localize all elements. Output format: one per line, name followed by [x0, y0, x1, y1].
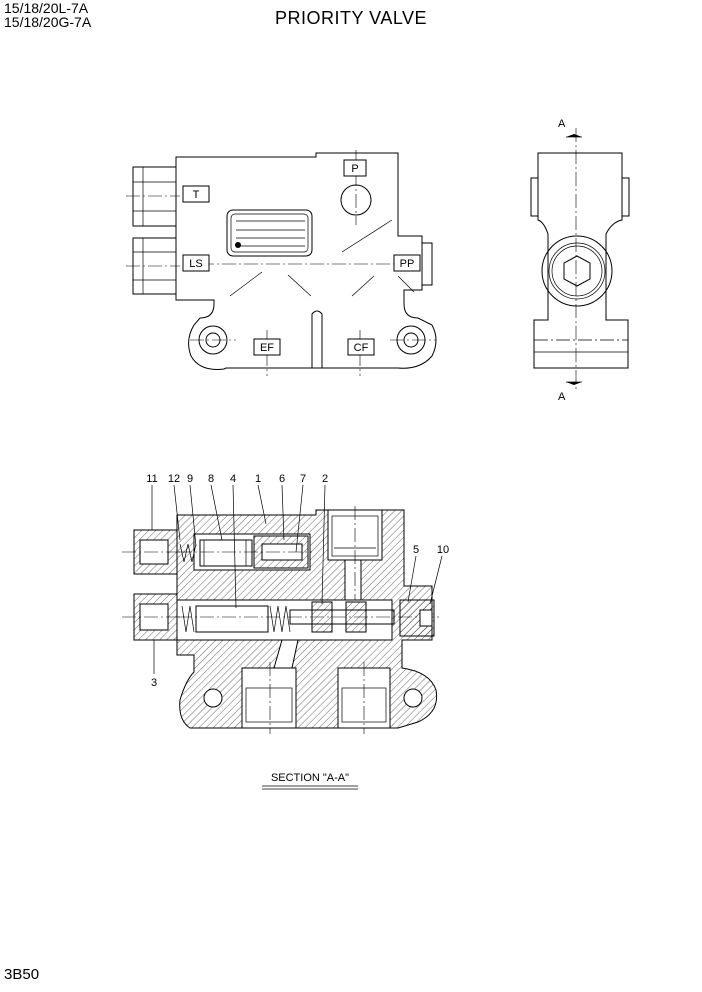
hex-plug-icon	[563, 255, 591, 287]
part-number-2: 2	[322, 473, 328, 485]
side-boss	[541, 235, 613, 307]
front-view: P T LS PP EF CF	[126, 150, 437, 376]
section-fitting-top	[122, 529, 188, 575]
part-number-3: 3	[151, 677, 157, 689]
port-label-p: P	[351, 163, 358, 175]
page-number: 3B50	[4, 966, 40, 983]
section-view: 11 12 9 8 4 1 6 7 2 5 10 3 SECTION "A-A"	[122, 473, 449, 790]
model-code-line-2: 15/18/20G-7A	[4, 14, 92, 30]
part-number-8: 8	[208, 473, 214, 485]
port-label-ef: EF	[260, 342, 274, 354]
valve-body-outline	[175, 152, 437, 370]
section-fitting-bottom	[122, 593, 188, 641]
part-number-1: 1	[255, 473, 261, 485]
side-view: A A	[530, 118, 630, 403]
left-fitting-bottom	[126, 237, 180, 295]
part-number-12: 12	[168, 473, 180, 485]
part-number-5: 5	[413, 544, 419, 556]
gear-icon	[235, 242, 241, 248]
port-label-t: T	[193, 189, 200, 201]
part-number-4: 4	[230, 473, 236, 485]
model-code-line-1: 15/18/20L-7A	[4, 0, 89, 16]
section-mark-top: A	[558, 118, 566, 130]
nameplate	[226, 209, 313, 257]
part-number-11: 11	[146, 473, 157, 485]
part-number-7: 7	[300, 473, 306, 485]
side-body-outline	[533, 152, 629, 369]
section-caption: SECTION "A-A"	[271, 772, 349, 784]
port-label-ls: LS	[189, 258, 202, 270]
section-mark-bottom: A	[558, 391, 566, 403]
port-label-pp: PP	[400, 258, 415, 270]
port-label-cf: CF	[354, 342, 369, 354]
left-fitting-top	[126, 166, 180, 227]
page-title: PRIORITY VALVE	[274, 8, 428, 28]
part-number-9: 9	[187, 473, 193, 485]
part-number-6: 6	[279, 473, 285, 485]
part-number-10: 10	[437, 544, 449, 556]
